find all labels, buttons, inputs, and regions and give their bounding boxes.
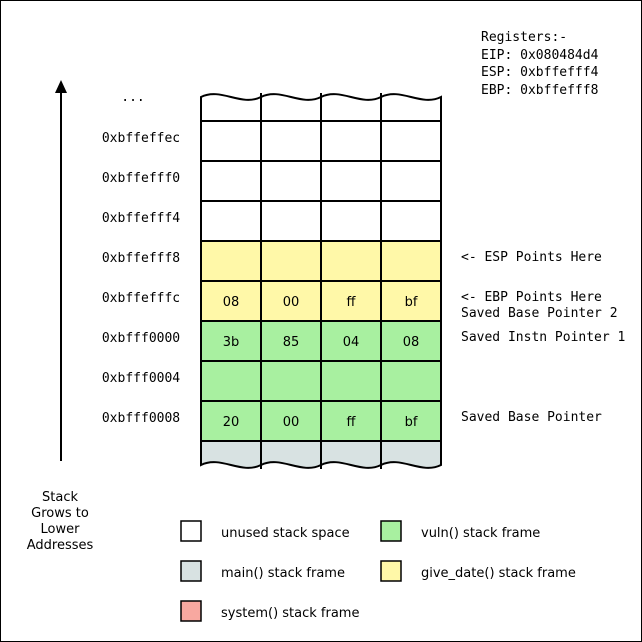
stack-cell bbox=[200, 320, 262, 362]
stack-cell bbox=[320, 360, 382, 402]
legend-swatch bbox=[180, 520, 202, 542]
stack-cell-byte: 08 bbox=[223, 295, 240, 310]
stack-cell-byte: 00 bbox=[283, 295, 300, 310]
legend-item: vuln() stack frame bbox=[380, 520, 540, 542]
stack-row: 0xbfff0008 20 00 ff bf Saved Base Pointer bbox=[102, 400, 602, 442]
stack-row-address: 0xbffeffec bbox=[102, 131, 180, 146]
legend-swatch bbox=[380, 520, 402, 542]
stack-cell-byte: bf bbox=[405, 415, 418, 430]
stack-cell bbox=[380, 280, 442, 322]
stack-table: 0xbffeffec 0xbffefff0 0xbffefff4 0xbffefff8… bbox=[102, 93, 625, 469]
growth-label-line-3: Lower bbox=[41, 522, 81, 537]
growth-arrow-head-icon bbox=[55, 80, 67, 93]
stack-row: 0xbffefff8 <- ESP Points Here bbox=[102, 240, 602, 282]
stack-cell bbox=[200, 120, 262, 162]
stack-row-address: 0xbffefffc bbox=[102, 291, 180, 306]
stack-cell-byte: ff bbox=[347, 295, 357, 310]
legend-item: system() stack frame bbox=[180, 600, 359, 622]
stack-cell bbox=[260, 200, 322, 242]
legend-item: give_date() stack frame bbox=[380, 560, 576, 582]
stack-cell bbox=[200, 240, 262, 282]
stack-row-address: 0xbffefff8 bbox=[102, 251, 180, 266]
stack-cell bbox=[200, 200, 262, 242]
stack-cell-byte: 20 bbox=[223, 415, 240, 430]
growth-label-line-1: Stack bbox=[42, 490, 78, 505]
stack-row-note: Saved Instn Pointer 1 bbox=[461, 330, 625, 345]
legend: unused stack space vuln() stack frame main… bbox=[180, 520, 576, 622]
stack-cell bbox=[200, 360, 262, 402]
legend-label: unused stack space bbox=[221, 526, 350, 541]
stack-cell-byte: 85 bbox=[283, 335, 300, 350]
stack-cell-byte: 3b bbox=[223, 335, 240, 350]
stack-row: 0xbffeffec bbox=[102, 120, 442, 162]
stack-cell bbox=[320, 400, 382, 442]
registers-title: Registers:- bbox=[481, 30, 567, 45]
stack-row-address: 0xbffefff0 bbox=[102, 171, 180, 186]
stack-cell bbox=[320, 240, 382, 282]
stack-cell-byte: 00 bbox=[283, 415, 300, 430]
growth-label-line-2: Grows to bbox=[31, 506, 89, 521]
stack-cell bbox=[320, 120, 382, 162]
registers-panel: Registers:- EIP: 0x080484d4 ESP: 0xbffef… bbox=[481, 30, 599, 98]
stack-cell bbox=[380, 200, 442, 242]
stack-cell bbox=[320, 200, 382, 242]
register-esp: ESP: 0xbffefff4 bbox=[481, 65, 599, 80]
stack-cell bbox=[380, 120, 442, 162]
stack-cell-byte: 08 bbox=[403, 335, 420, 350]
stack-row-note: Saved Base Pointer bbox=[461, 410, 602, 425]
stack-cell-byte: bf bbox=[405, 295, 418, 310]
growth-label-line-4: Addresses bbox=[27, 538, 94, 553]
stack-row-note: <- EBP Points Here bbox=[461, 290, 602, 305]
legend-swatch bbox=[380, 560, 402, 582]
stack-row: 0xbfff0004 bbox=[102, 360, 442, 402]
growth-label: Stack Grows to Lower Addresses bbox=[27, 490, 94, 553]
stack-cell bbox=[380, 160, 442, 202]
register-eip: EIP: 0x080484d4 bbox=[481, 48, 599, 63]
stack-cell-byte: ff bbox=[347, 415, 357, 430]
stack-cell-byte: 04 bbox=[343, 335, 360, 350]
stack-cell bbox=[380, 360, 442, 402]
stack-cell bbox=[260, 400, 322, 442]
stack-row-address: 0xbfff0004 bbox=[102, 371, 180, 386]
stack-cell bbox=[320, 280, 382, 322]
stack-cell bbox=[260, 360, 322, 402]
legend-label: vuln() stack frame bbox=[421, 526, 540, 541]
stack-row-address: 0xbfff0000 bbox=[102, 331, 180, 346]
stack-row-address: 0xbffefff4 bbox=[102, 211, 180, 226]
stack-row-address: 0xbfff0008 bbox=[102, 411, 180, 426]
stack-row-note-secondary: Saved Base Pointer 2 bbox=[461, 306, 618, 321]
stack-row: 0xbffefff4 bbox=[102, 200, 442, 242]
stack-row-note: <- ESP Points Here bbox=[461, 250, 602, 265]
stack-row: 0xbffefff0 bbox=[102, 160, 442, 202]
stack-cell bbox=[320, 160, 382, 202]
stack-cell bbox=[260, 280, 322, 322]
stack-cell bbox=[260, 120, 322, 162]
growth-arrow bbox=[55, 80, 67, 461]
stack-cell bbox=[380, 240, 442, 282]
legend-swatch bbox=[180, 560, 202, 582]
legend-label: main() stack frame bbox=[221, 566, 345, 581]
legend-item: unused stack space bbox=[180, 520, 350, 542]
legend-swatch bbox=[180, 600, 202, 622]
stack-row: 0xbffefffc 08 00 ff bf <- EBP Points HereSave… bbox=[102, 280, 618, 322]
stack-cell bbox=[200, 160, 262, 202]
legend-item: main() stack frame bbox=[180, 560, 345, 582]
stack-cell bbox=[260, 160, 322, 202]
legend-label: give_date() stack frame bbox=[421, 566, 576, 581]
register-ebp: EBP: 0xbffefff8 bbox=[481, 83, 598, 98]
legend-label: system() stack frame bbox=[221, 606, 359, 621]
stack-top-ellipsis: ... bbox=[121, 90, 144, 105]
stack-cell bbox=[260, 240, 322, 282]
